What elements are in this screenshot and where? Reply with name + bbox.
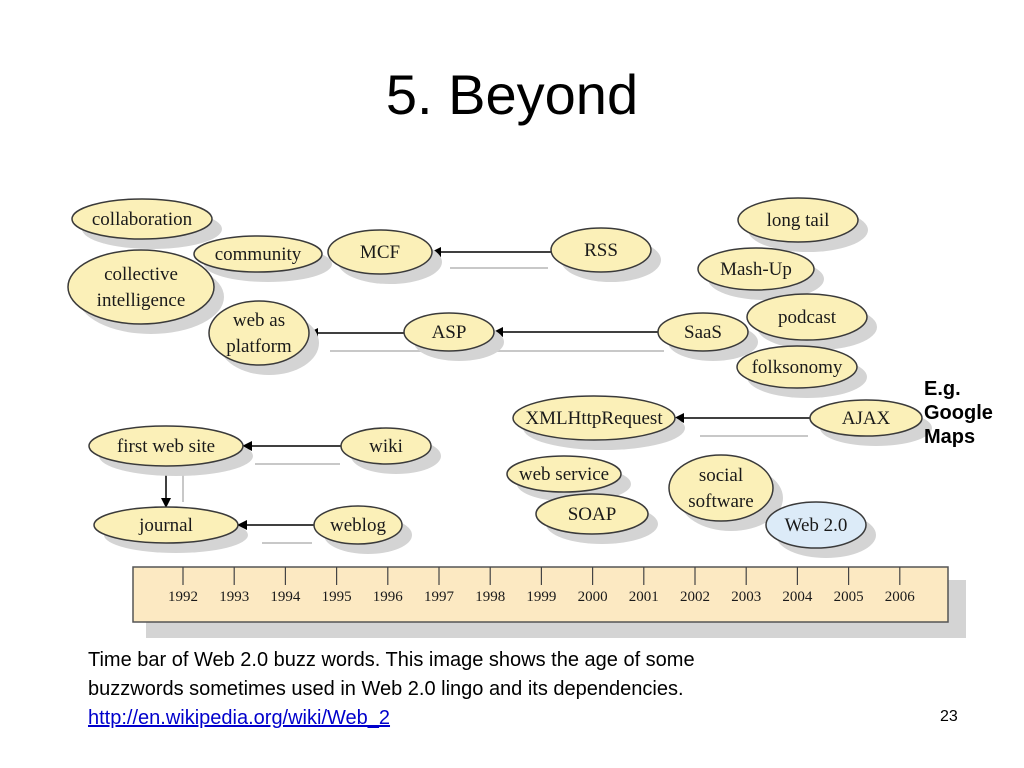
dependency-arrows	[161, 247, 810, 530]
node-ellipse	[93, 506, 239, 544]
node-label: XMLHttpRequest	[525, 408, 663, 429]
year-label: 2006	[885, 589, 916, 605]
node-collaboration: collaboration	[71, 198, 222, 249]
year-label: 2000	[578, 589, 608, 605]
note-line: E.g.	[924, 378, 961, 400]
caption-line: Time bar of Web 2.0 buzz words. This ima…	[88, 649, 695, 671]
node-label: social	[699, 465, 743, 486]
year-label: 2003	[731, 589, 761, 605]
node-label: SOAP	[568, 504, 617, 525]
node-ellipse	[668, 454, 774, 522]
node-ellipse	[535, 493, 649, 535]
node-ellipse	[67, 249, 215, 325]
year-label: 1992	[168, 589, 198, 605]
note-line: Google	[924, 402, 993, 424]
node-ellipse	[657, 312, 749, 352]
node-ellipse	[208, 300, 310, 366]
node-saas: SaaS	[657, 312, 758, 361]
node-ajax: AJAX	[809, 399, 932, 446]
node-label: community	[215, 244, 302, 265]
node-community: community	[193, 235, 332, 282]
node-ellipse	[746, 293, 868, 341]
year-label: 2005	[834, 589, 864, 605]
node-ellipse	[697, 247, 815, 291]
node-label: RSS	[584, 240, 618, 261]
node-ellipse	[327, 229, 433, 275]
node-ellipse	[765, 501, 867, 549]
example-note: E.g. Google Maps	[924, 377, 1020, 449]
year-label: 1997	[424, 589, 455, 605]
buzzword-timeline-diagram: 1992 1993 1994 1995 1996 1997 1998 1999 2000 2001…	[67, 197, 966, 638]
node-label: first web site	[117, 436, 215, 457]
node-rss: RSS	[550, 227, 661, 282]
caption: Time bar of Web 2.0 buzz words. This ima…	[88, 646, 908, 733]
node-xmlhttprequest: XMLHttpRequest	[512, 395, 685, 450]
node-ellipse	[193, 235, 323, 273]
node-label: collective	[104, 264, 178, 285]
year-label: 1999	[526, 589, 556, 605]
year-label: 1998	[475, 589, 505, 605]
node-first-web-site: first web site	[88, 425, 253, 476]
timeline-bar-body	[132, 566, 949, 623]
node-long-tail: long tail	[737, 197, 868, 252]
node-web-2-0: Web 2.0	[765, 501, 876, 558]
buzzword-nodes: collaboration community MCF RSS collective in…	[67, 197, 932, 558]
node-label: podcast	[778, 307, 837, 328]
year-label: 1996	[373, 589, 404, 605]
node-label: web as	[233, 310, 285, 331]
node-label: weblog	[330, 515, 386, 536]
timeline-bar: 1992 1993 1994 1995 1996 1997 1998 1999 2000 2001…	[132, 566, 966, 638]
node-weblog: weblog	[313, 505, 412, 554]
note-line: Maps	[924, 426, 976, 448]
year-label: 1994	[270, 589, 301, 605]
page-number: 23	[940, 708, 958, 725]
node-label: ASP	[432, 322, 467, 343]
node-ellipse	[550, 227, 652, 273]
node-journal: journal	[93, 506, 248, 553]
node-ellipse	[506, 455, 622, 493]
node-ellipse	[340, 427, 432, 465]
year-label: 2002	[680, 589, 710, 605]
node-folksonomy: folksonomy	[736, 345, 867, 398]
node-ellipse	[71, 198, 213, 240]
node-label: collaboration	[92, 209, 193, 230]
node-ellipse	[736, 345, 858, 389]
node-ellipse	[88, 425, 244, 467]
node-label: Web 2.0	[785, 515, 848, 536]
node-label: folksonomy	[752, 357, 843, 378]
node-mcf: MCF	[327, 229, 442, 284]
node-label: AJAX	[842, 408, 891, 429]
node-mash-up: Mash-Up	[697, 247, 824, 300]
slide-title: 5. Beyond	[385, 63, 639, 126]
year-label: 1993	[219, 589, 249, 605]
node-wiki: wiki	[340, 427, 441, 474]
node-social-software: social software	[668, 454, 783, 531]
node-label: platform	[226, 336, 292, 357]
node-ellipse	[403, 312, 495, 352]
year-label: 1995	[322, 589, 352, 605]
node-label: web service	[519, 464, 609, 485]
node-label: Mash-Up	[720, 259, 792, 280]
node-label: intelligence	[97, 290, 186, 311]
node-podcast: podcast	[746, 293, 877, 350]
node-ellipse	[809, 399, 923, 437]
caption-line: buzzwords sometimes used in Web 2.0 ling…	[88, 678, 684, 700]
node-label: software	[688, 491, 753, 512]
node-label: long tail	[767, 210, 830, 231]
node-web-as-platform: web as platform	[208, 300, 319, 375]
year-label: 2001	[629, 589, 659, 605]
node-asp: ASP	[403, 312, 504, 361]
node-label: SaaS	[684, 322, 722, 343]
node-web-service: web service	[506, 455, 631, 502]
source-link[interactable]: http://en.wikipedia.org/wiki/Web_2	[88, 707, 391, 729]
node-label: MCF	[360, 242, 400, 263]
node-label: journal	[138, 515, 193, 536]
node-collective-intelligence: collective intelligence	[67, 249, 224, 334]
node-soap: SOAP	[535, 493, 658, 544]
node-ellipse	[737, 197, 859, 243]
year-label: 2004	[782, 589, 813, 605]
node-ellipse	[512, 395, 676, 441]
node-ellipse	[313, 505, 403, 545]
node-label: wiki	[369, 436, 403, 457]
